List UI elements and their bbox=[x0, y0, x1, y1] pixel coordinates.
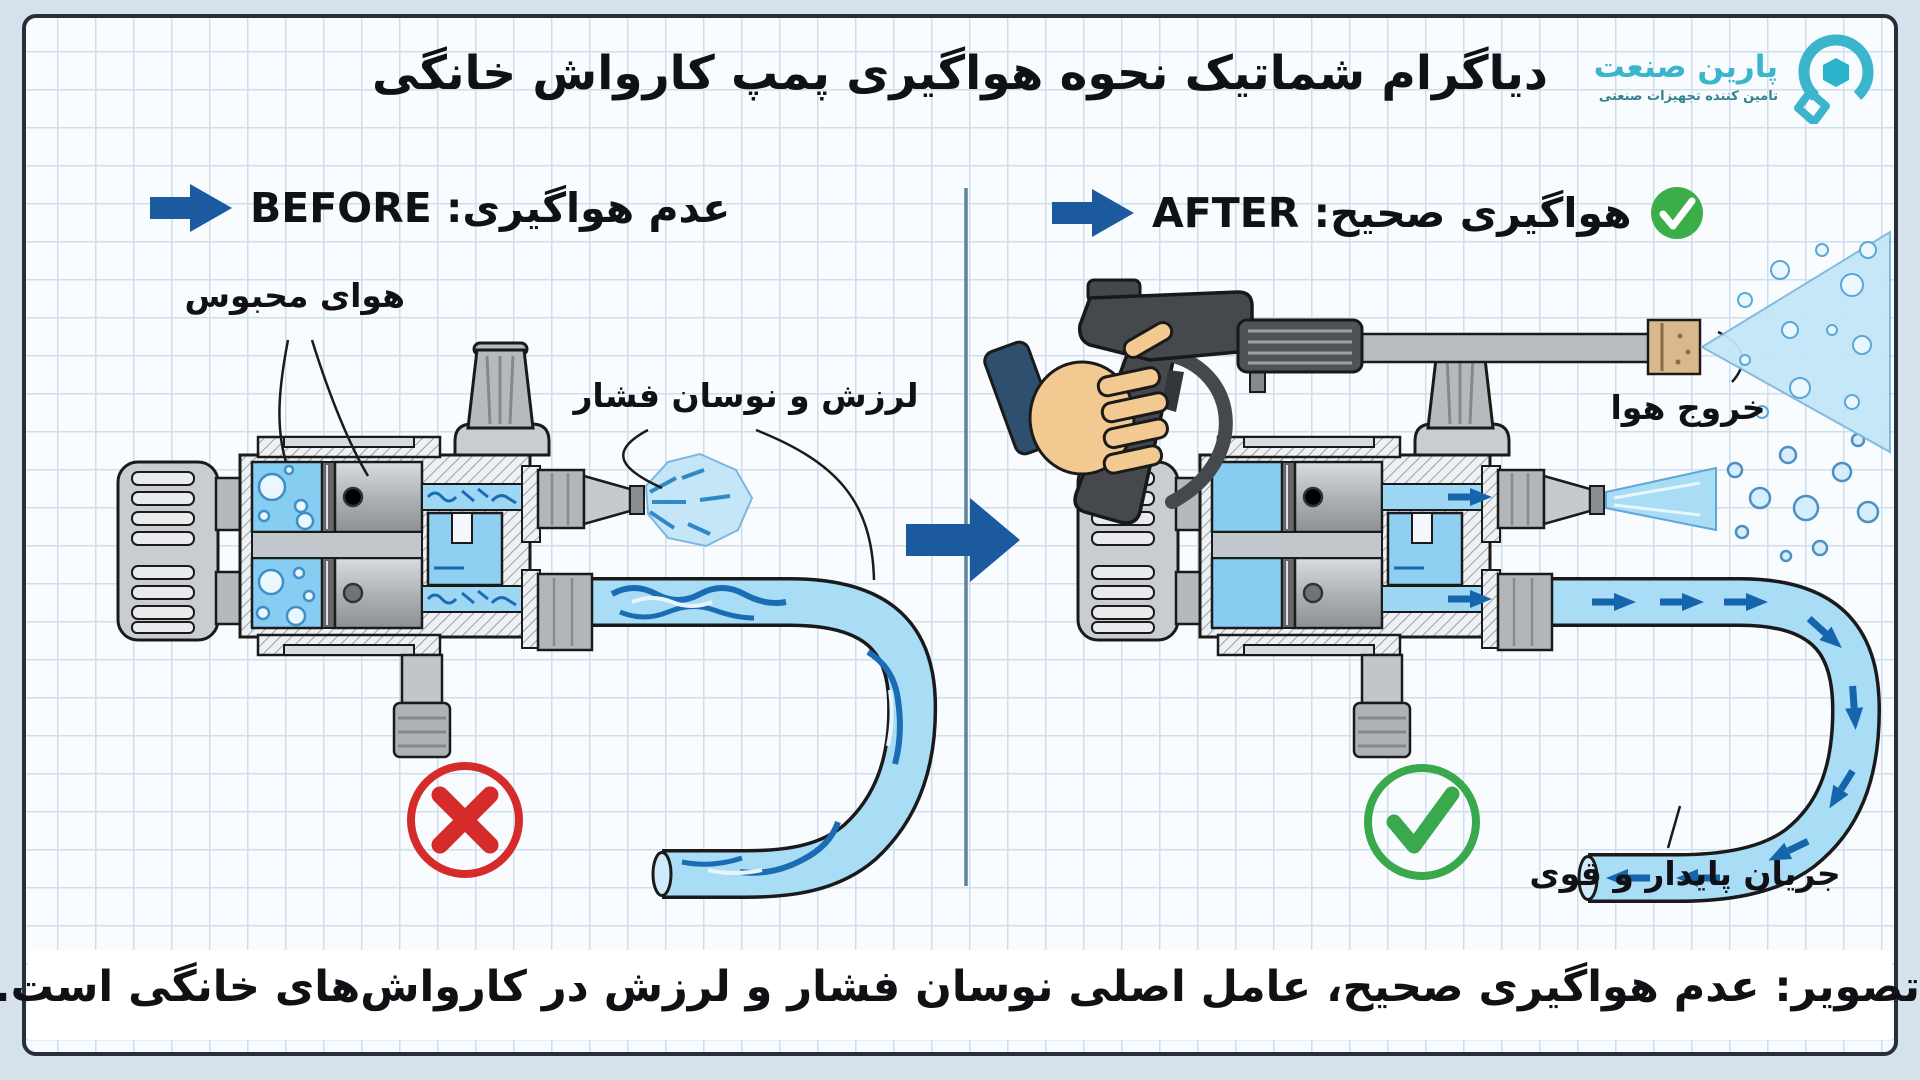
graph-paper-card bbox=[22, 14, 1898, 1056]
after-heading-label: هواگیری صحیح: AFTER bbox=[1152, 189, 1632, 237]
before-heading-row: عدم هواگیری: BEFORE bbox=[150, 184, 730, 232]
wrench-circle-hexagon-icon bbox=[1794, 34, 1874, 124]
page-title: دیاگرام شماتیک نحوه هواگیری پمپ کارواش خ… bbox=[372, 46, 1548, 101]
brand-text-block: پارین صنعت تامین کننده تجهیزات صنعتی bbox=[1594, 50, 1778, 104]
before-heading-label: عدم هواگیری: BEFORE bbox=[250, 184, 731, 232]
after-heading-row: هواگیری صحیح: AFTER bbox=[1052, 184, 1706, 242]
brand-tagline: تامین کننده تجهیزات صنعتی bbox=[1598, 88, 1778, 104]
green-check-circle-icon bbox=[1650, 187, 1703, 239]
blue-right-arrow-icon bbox=[150, 184, 232, 232]
brand-logo: پارین صنعت تامین کننده تجهیزات صنعتی bbox=[1594, 30, 1874, 124]
brand-name: پارین صنعت bbox=[1593, 49, 1778, 86]
trapped-air-label: هوای محبوس bbox=[184, 276, 405, 315]
air-exit-label: خروج هوا bbox=[1610, 388, 1766, 427]
vibration-label: لرزش و نوسان فشار bbox=[573, 376, 919, 415]
steady-flow-label: جریان پایدار و قوی bbox=[1529, 854, 1841, 893]
caption-band bbox=[28, 950, 1892, 1040]
caption-text: تصویر: عدم هواگیری صحیح، عامل اصلی نوسان… bbox=[0, 962, 1920, 1012]
blue-right-arrow-icon bbox=[1052, 189, 1134, 237]
